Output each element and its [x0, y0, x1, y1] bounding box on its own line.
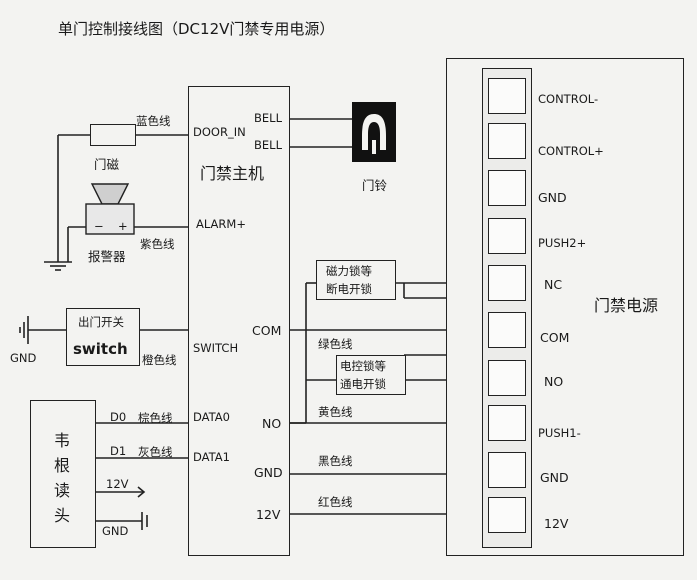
power-supply-name: 门禁电源: [594, 296, 659, 315]
ps-label-gnd-2: GND: [540, 470, 569, 485]
ps-terminal-1: [488, 78, 526, 114]
yellow-wire-label: 黄色线: [318, 405, 353, 419]
exit-switch-text: switch: [73, 340, 128, 358]
ctrl-term-no: NO: [262, 416, 282, 431]
ps-label-push1: PUSH1-: [538, 426, 581, 440]
ps-terminal-3: [488, 170, 526, 206]
ctrl-term-door-in: DOOR_IN: [193, 125, 246, 139]
ctrl-term-gnd: GND: [254, 465, 283, 480]
blue-wire-label: 蓝色线: [136, 114, 171, 128]
ps-terminal-6: [488, 312, 526, 348]
bell-icon: [352, 102, 396, 162]
exit-switch-label: 出门开关: [78, 315, 124, 329]
gray-wire-label: 灰色线: [138, 445, 173, 459]
ctrl-term-data0: DATA0: [193, 410, 230, 424]
mag-lock-line2: 断电开锁: [326, 282, 372, 296]
black-wire-label: 黑色线: [318, 454, 353, 468]
diagram-title: 单门控制接线图（DC12V门禁专用电源）: [58, 20, 335, 38]
door-sensor-symbol: [90, 124, 136, 146]
elec-lock-box: [336, 355, 406, 395]
brown-wire-label: 棕色线: [138, 411, 173, 425]
gnd-label-left: GND: [10, 351, 37, 365]
ps-label-com: COM: [540, 330, 570, 345]
ps-terminal-8: [488, 405, 526, 441]
ps-terminal-9: [488, 452, 526, 488]
alarm-minus: −: [94, 219, 104, 233]
ps-terminal-2: [488, 123, 526, 159]
reader-pin-gnd: GND: [102, 524, 129, 538]
ctrl-term-com: COM: [252, 323, 282, 338]
reader-pin-d0: D0: [110, 410, 127, 424]
orange-wire-label: 橙色线: [142, 353, 177, 367]
alarm-label: 报警器: [88, 249, 126, 264]
ps-label-control-minus: CONTROL-: [538, 92, 599, 106]
ps-label-nc: NC: [544, 277, 563, 292]
ctrl-term-bell-2: BELL: [254, 138, 282, 152]
elec-lock-line1: 电控锁等: [340, 359, 386, 373]
wiegand-reader: [30, 400, 96, 548]
controller-name: 门禁主机: [200, 164, 265, 183]
ctrl-term-data1: DATA1: [193, 450, 230, 464]
bell-label: 门铃: [362, 178, 388, 193]
ps-label-control-plus: CONTROL+: [538, 144, 604, 158]
red-wire-label: 红色线: [318, 495, 353, 509]
mag-lock-line1: 磁力锁等: [326, 264, 372, 278]
alarm-horn-icon: [85, 183, 135, 235]
ps-terminal-10: [488, 497, 526, 533]
ps-terminal-7: [488, 360, 526, 396]
ctrl-term-switch: SWITCH: [193, 341, 239, 355]
ps-label-12v: 12V: [544, 516, 569, 531]
elec-lock-line2: 通电开锁: [340, 377, 386, 391]
reader-label: 韦根读头: [54, 431, 71, 525]
purple-wire-label: 紫色线: [140, 237, 175, 251]
exit-switch: [66, 308, 140, 366]
ps-label-no: NO: [544, 374, 564, 389]
reader-pin-12v: 12V: [106, 477, 129, 491]
ps-label-push2: PUSH2+: [538, 236, 587, 250]
ps-label-gnd-1: GND: [538, 190, 567, 205]
green-wire-label: 绿色线: [318, 337, 353, 351]
ctrl-term-bell-1: BELL: [254, 111, 282, 125]
ctrl-term-alarm: ALARM+: [196, 217, 246, 231]
mag-lock-box: [316, 260, 396, 300]
access-controller: [188, 86, 290, 556]
ps-terminal-5: [488, 265, 526, 301]
ps-terminal-4: [488, 218, 526, 254]
ctrl-term-12v: 12V: [256, 507, 281, 522]
alarm-plus: +: [118, 219, 128, 233]
reader-pin-d1: D1: [110, 444, 127, 458]
door-sensor-label: 门磁: [94, 157, 120, 172]
